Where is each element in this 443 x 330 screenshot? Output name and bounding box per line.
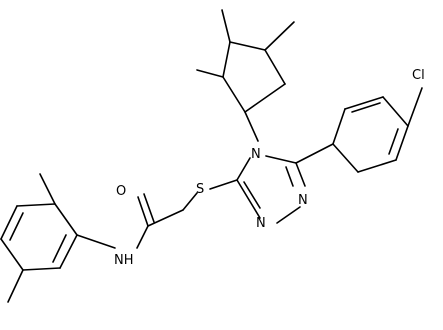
bond: [244, 83, 286, 113]
triazole-n4-label: N: [251, 147, 261, 162]
bond: [54, 203, 78, 236]
bond: [388, 128, 399, 155]
amide-nitrogen-label: NH: [114, 253, 134, 268]
bond: [182, 192, 198, 211]
bond: [9, 212, 24, 241]
bond: [236, 157, 251, 181]
dimethylphenyl-ring-top: [196, 9, 295, 142]
bond: [407, 87, 423, 127]
bond: [59, 234, 78, 269]
triazole-n2-label: N: [256, 216, 266, 231]
bond: [264, 21, 295, 51]
bond: [332, 108, 346, 145]
bond: [344, 96, 384, 110]
bond: [147, 209, 184, 227]
bond: [357, 159, 397, 173]
bond: [209, 179, 238, 190]
bond: [137, 196, 149, 227]
bond: [221, 9, 231, 43]
bond: [0, 205, 18, 240]
bond: [244, 111, 259, 142]
bond: [229, 41, 266, 51]
triazole-n1-label: N: [298, 193, 308, 208]
bond: [39, 173, 56, 205]
bond: [395, 125, 409, 161]
bond: [136, 225, 149, 249]
bond: [22, 267, 61, 271]
bond: [76, 234, 116, 249]
bond: [196, 69, 224, 78]
bond: [222, 41, 231, 78]
bond: [243, 181, 261, 209]
chlorine-label: Cl: [412, 68, 425, 83]
bond: [7, 269, 24, 303]
carbonyl-oxygen-label: O: [116, 184, 126, 199]
triazole-ring: [209, 155, 306, 224]
bond: [16, 203, 56, 207]
bond: [52, 234, 67, 263]
bond: [295, 162, 306, 187]
bond: [222, 76, 246, 113]
bond: [295, 143, 334, 164]
bond: [265, 155, 297, 164]
bond: [285, 166, 294, 187]
amide-linker: [76, 192, 198, 249]
thioether-sulfur-label: S: [196, 182, 204, 197]
bond: [382, 96, 409, 127]
chlorophenyl-ring: [295, 87, 423, 173]
bond: [332, 143, 359, 173]
bond: [0, 238, 24, 271]
bond: [276, 206, 301, 224]
bond: [236, 179, 261, 219]
bond: [264, 49, 286, 85]
bond: [351, 102, 381, 113]
dimethylphenyl-ring-left: [0, 173, 78, 303]
bond: [143, 193, 155, 223]
